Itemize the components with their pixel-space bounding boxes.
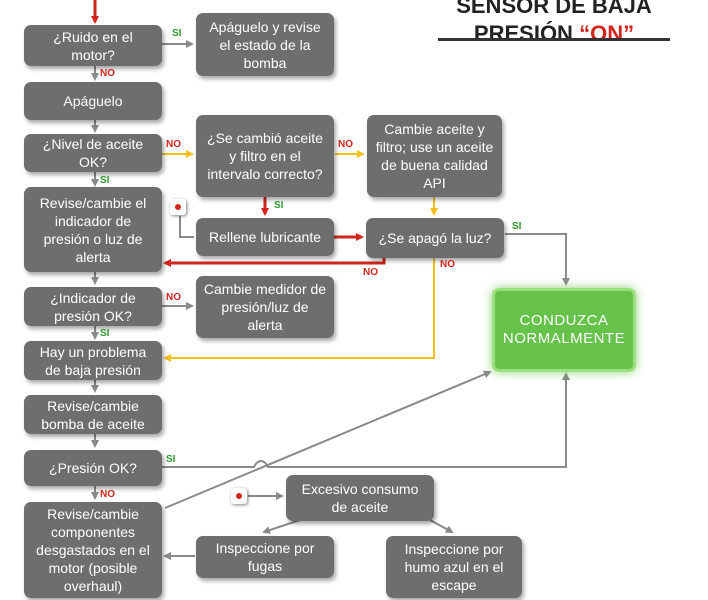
label-no: NO (166, 292, 181, 303)
title-line2-text: PRESIÓN (473, 21, 573, 46)
label-si: SI (100, 328, 110, 339)
node-excesivo-consumo: Excesivo consumo de aceite (286, 475, 434, 521)
diagram-title: SENSOR DE BAJA PRESIÓN “ON” (438, 0, 670, 48)
node-rellene-lubricante: Rellene lubricante (196, 218, 334, 256)
label-si: SI (512, 221, 522, 232)
title-line2: PRESIÓN “ON” (438, 20, 670, 48)
label-si: SI (166, 454, 176, 465)
label-no: NO (363, 267, 378, 278)
node-cambie-aceite-filtro: Cambie aceite y filtro; use un aceite de… (367, 115, 502, 197)
title-underline (438, 38, 670, 41)
node-apaguelo-revise-bomba: Apáguelo y revise el estado de la bomba (196, 13, 334, 76)
node-apaguelo: Apáguelo (24, 82, 162, 120)
label-no: NO (100, 489, 115, 500)
node-apago-luz: ¿Se apagó la luz? (366, 218, 504, 258)
label-si: SI (172, 28, 182, 39)
label-no: NO (338, 139, 353, 150)
node-inspeccione-fugas: Inspeccione por fugas (196, 536, 334, 578)
node-cambie-medidor: Cambie medidor de presión/luz de alerta (196, 276, 334, 338)
node-revise-bomba-aceite: Revise/cambie bomba de aceite (24, 395, 162, 434)
node-presion-ok: ¿Presión OK? (24, 450, 162, 486)
node-revise-componentes: Revise/cambie componentes desgastados en… (24, 502, 162, 598)
label-no: NO (100, 68, 115, 79)
node-cambio-aceite-intervalo: ¿Se cambió aceite y filtro en el interva… (196, 115, 334, 197)
node-revise-indicador: Revise/cambie el indicador de presión o … (24, 187, 162, 272)
label-no: NO (440, 259, 455, 270)
node-problema-baja-presion: Hay un problema de baja presión (24, 341, 162, 380)
label-si: SI (274, 200, 284, 211)
start-marker (170, 199, 186, 215)
node-inspeccione-humo: Inspeccione por humo azul en el escape (386, 536, 522, 598)
start-marker (231, 488, 247, 504)
label-si: SI (100, 175, 110, 186)
title-on-highlight: “ON” (579, 21, 635, 46)
label-no: NO (166, 139, 181, 150)
node-indicador-presion-ok: ¿Indicador de presión OK? (24, 287, 162, 326)
node-conduzca-normalmente: CONDUZCA NORMALMENTE (492, 288, 636, 372)
node-ruido-motor: ¿Ruido en el motor? (24, 25, 162, 66)
title-line1: SENSOR DE BAJA (456, 0, 652, 18)
node-nivel-aceite: ¿Nivel de aceite OK? (24, 134, 162, 172)
